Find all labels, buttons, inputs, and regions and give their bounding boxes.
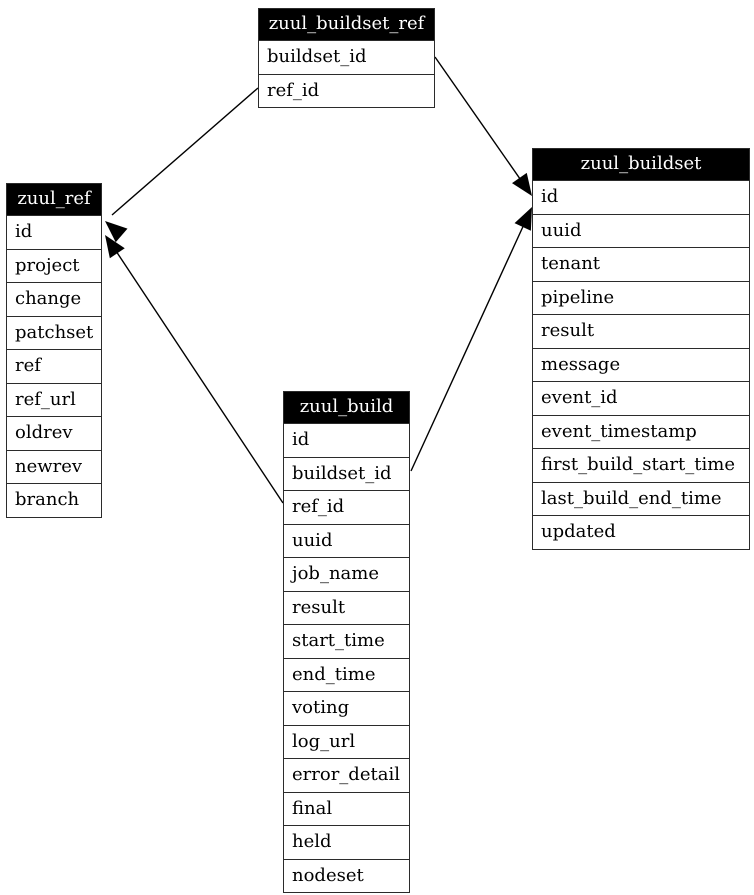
attribute-row[interactable]: patchset: [7, 315, 101, 349]
attribute-row[interactable]: id: [284, 423, 409, 457]
edge-line: [111, 87, 259, 216]
attribute-row[interactable]: result: [284, 590, 409, 624]
attribute-row[interactable]: ref_id: [284, 490, 409, 524]
attribute-row[interactable]: event_id: [533, 381, 749, 415]
attribute-row[interactable]: ref_url: [7, 382, 101, 416]
relationship-buildset_ref-to-ref: [105, 87, 259, 243]
attribute-row[interactable]: uuid: [533, 213, 749, 247]
edge-line: [434, 56, 526, 187]
attribute-row[interactable]: log_url: [284, 724, 409, 758]
attribute-row[interactable]: error_detail: [284, 758, 409, 792]
attribute-row[interactable]: voting: [284, 691, 409, 725]
arrowhead-icon: [105, 221, 128, 243]
attribute-row[interactable]: project: [7, 248, 101, 282]
attribute-row[interactable]: updated: [533, 515, 749, 549]
attribute-row[interactable]: id: [7, 215, 101, 249]
attribute-row[interactable]: ref_id: [259, 73, 434, 107]
attribute-row[interactable]: result: [533, 314, 749, 348]
attribute-row[interactable]: start_time: [284, 624, 409, 658]
relationship-build-to-ref: [105, 235, 284, 504]
entity-title-zuul_buildset_ref: zuul_buildset_ref: [259, 9, 434, 40]
attribute-row[interactable]: oldrev: [7, 416, 101, 450]
edge-line: [410, 219, 527, 472]
relationship-build-to-buildset: [410, 207, 532, 472]
attribute-row[interactable]: ref: [7, 349, 101, 383]
entity-title-zuul_build: zuul_build: [284, 392, 409, 423]
attribute-row[interactable]: nodeset: [284, 858, 409, 892]
attribute-row[interactable]: buildset_id: [259, 40, 434, 74]
entity-title-zuul_buildset: zuul_buildset: [533, 149, 749, 180]
entity-title-zuul_ref: zuul_ref: [7, 184, 101, 215]
attribute-row[interactable]: id: [533, 180, 749, 214]
attribute-row[interactable]: branch: [7, 483, 101, 517]
attribute-row[interactable]: buildset_id: [284, 456, 409, 490]
attribute-row[interactable]: message: [533, 347, 749, 381]
attribute-row[interactable]: tenant: [533, 247, 749, 281]
attribute-row[interactable]: newrev: [7, 449, 101, 483]
edge-line: [113, 247, 284, 504]
attribute-row[interactable]: end_time: [284, 657, 409, 691]
attribute-row[interactable]: first_build_start_time: [533, 448, 749, 482]
attribute-row[interactable]: event_timestamp: [533, 414, 749, 448]
attribute-row[interactable]: uuid: [284, 523, 409, 557]
attribute-row[interactable]: job_name: [284, 557, 409, 591]
attribute-row[interactable]: change: [7, 282, 101, 316]
attribute-row[interactable]: held: [284, 825, 409, 859]
attribute-row[interactable]: last_build_end_time: [533, 481, 749, 515]
attribute-row[interactable]: pipeline: [533, 280, 749, 314]
relationship-buildset_ref-to-buildset: [434, 56, 532, 196]
attribute-row[interactable]: final: [284, 791, 409, 825]
